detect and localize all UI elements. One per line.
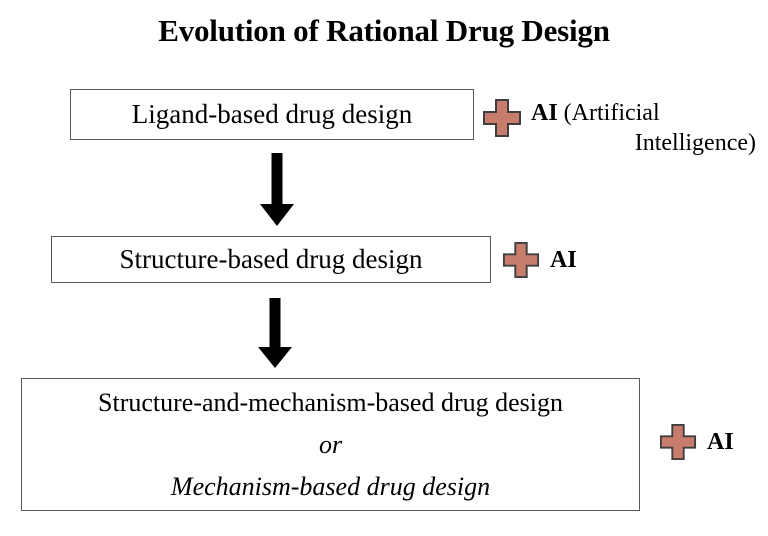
plus-icon — [502, 241, 540, 279]
annotation-ai-structure-based: AI — [502, 241, 577, 279]
plus-icon — [483, 99, 521, 137]
stage-label-mechanism-based-or: or — [318, 429, 343, 459]
annotation-ai-expansion-line2: Intelligence) — [634, 130, 756, 156]
annotation-ai-text: AI — [707, 427, 734, 457]
stage-box-ligand-based: Ligand-based drug design — [70, 89, 474, 140]
annotation-ai-mechanism-based: AI — [659, 423, 734, 461]
stage-box-structure-based: Structure-based drug design — [51, 236, 491, 283]
annotation-ai-expansion-line1: (Artificial — [557, 100, 660, 126]
annotation-ai-text: AI (Artificial Intelligence) — [531, 98, 756, 158]
stage-box-mechanism-based: Structure-and-mechanism-based drug desig… — [21, 378, 640, 511]
page-title: Evolution of Rational Drug Design — [158, 13, 610, 48]
annotation-ai-abbr: AI — [707, 429, 734, 455]
annotation-ai-text: AI — [550, 245, 577, 275]
stage-label-mechanism-based-line3: Mechanism-based drug design — [170, 471, 491, 501]
arrow-structure-to-mechanism — [258, 298, 292, 368]
annotation-ai-abbr: AI — [550, 247, 577, 273]
annotation-ai-ligand-based: AI (Artificial Intelligence) — [482, 98, 768, 158]
annotation-ai-abbr: AI — [531, 100, 558, 126]
stage-label-structure-based: Structure-based drug design — [119, 244, 423, 274]
plus-icon — [659, 423, 697, 461]
stage-label-ligand-based: Ligand-based drug design — [131, 99, 413, 129]
stage-label-mechanism-based-line1: Structure-and-mechanism-based drug desig… — [98, 387, 563, 417]
arrow-ligand-to-structure — [260, 153, 294, 226]
